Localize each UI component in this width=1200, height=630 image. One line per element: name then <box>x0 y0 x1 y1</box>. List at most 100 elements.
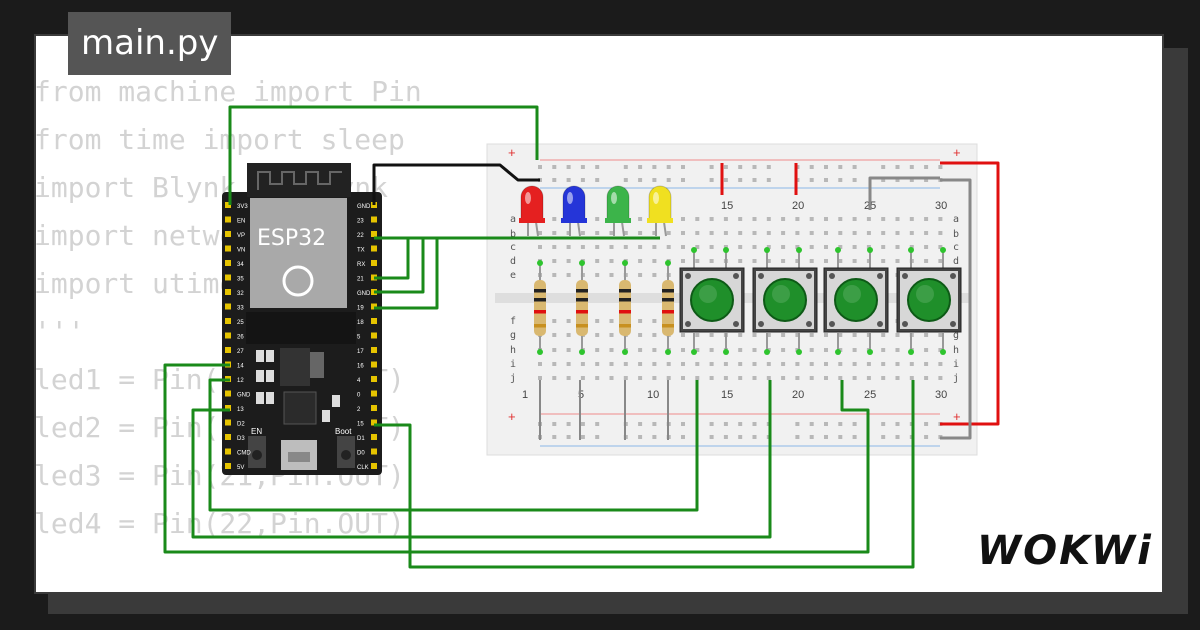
esp32-pin[interactable] <box>225 405 231 411</box>
rail-plus-label: + <box>508 145 516 160</box>
esp32-pin-label: 15 <box>357 422 364 428</box>
esp32-pin-label: 14 <box>237 364 244 370</box>
esp32-pin-label: 26 <box>237 335 244 341</box>
led-green[interactable] <box>605 185 631 237</box>
esp32-pin[interactable] <box>225 274 231 281</box>
esp32-pin[interactable] <box>225 434 231 440</box>
esp32-pin-label: GND <box>237 393 251 399</box>
file-tab[interactable]: main.py <box>68 12 232 75</box>
pushbutton-cap[interactable] <box>907 278 951 322</box>
esp32-pin[interactable] <box>225 303 231 310</box>
esp32-pin[interactable] <box>225 318 231 324</box>
esp32-pin[interactable] <box>371 260 377 266</box>
row-label: a <box>510 214 516 225</box>
esp32-pin[interactable] <box>371 376 377 382</box>
esp32-pin[interactable] <box>225 245 231 252</box>
esp32-pin-label: 2 <box>357 407 361 413</box>
resistor[interactable] <box>534 260 546 355</box>
resistor[interactable] <box>662 260 674 355</box>
row-label: a <box>953 214 959 225</box>
esp32-pin[interactable] <box>371 434 377 440</box>
esp32-pin[interactable] <box>371 347 377 353</box>
regulator-chip <box>280 348 310 386</box>
en-button-label: EN <box>251 427 262 436</box>
esp32-pin[interactable] <box>225 260 231 266</box>
pushbutton-cap[interactable] <box>763 278 807 322</box>
row-label: e <box>510 270 516 281</box>
rail-plus-label: + <box>508 409 516 424</box>
led-red[interactable] <box>519 185 545 237</box>
resistor[interactable] <box>576 260 588 355</box>
esp32-pin[interactable] <box>225 216 231 223</box>
esp32-pin[interactable] <box>371 332 377 339</box>
wire-black <box>372 163 540 205</box>
column-label: 15 <box>721 200 733 212</box>
esp32-pin-label: 18 <box>357 320 364 326</box>
led-blue[interactable] <box>561 185 587 237</box>
resistors[interactable] <box>534 260 674 355</box>
esp32-pin-label: D2 <box>237 422 245 428</box>
wire-green <box>374 380 915 569</box>
esp32-pin[interactable] <box>371 419 377 426</box>
esp32-pin[interactable] <box>371 216 377 223</box>
rail-plus-label: + <box>953 409 961 424</box>
antenna-trace <box>257 171 342 190</box>
pushbutton-cap[interactable] <box>690 278 734 322</box>
esp32-pin-label: 17 <box>357 349 364 355</box>
row-label: c <box>953 242 959 253</box>
esp32-pin-headers[interactable]: 3V3ENVPVN343532332526271412GND13D2D3CMD5… <box>225 202 377 471</box>
esp32-pin-label: CMD <box>237 451 251 457</box>
esp32-pin-label: 32 <box>237 291 244 297</box>
wifi-module <box>250 198 347 308</box>
esp32-pin[interactable] <box>371 318 377 324</box>
esp32-pin[interactable] <box>225 463 231 469</box>
esp32-pin-label: RX <box>357 262 365 268</box>
pushbutton[interactable] <box>752 247 818 355</box>
esp32-pin[interactable] <box>225 448 231 455</box>
pushbuttons[interactable] <box>679 247 962 355</box>
esp32-pin-label: 16 <box>357 364 364 370</box>
esp32-pin-label: 12 <box>237 378 244 384</box>
esp32-pin[interactable] <box>371 448 377 455</box>
column-label: 20 <box>792 389 804 401</box>
row-label: f <box>510 316 516 327</box>
esp32-pin-label: 5V <box>237 465 244 471</box>
esp32-pin[interactable] <box>371 463 377 469</box>
pushbutton-cap[interactable] <box>834 278 878 322</box>
wire-green <box>374 236 660 310</box>
esp32-pin[interactable] <box>225 332 231 339</box>
esp32-pin-label: TX <box>357 248 365 254</box>
esp32-pin[interactable] <box>371 390 377 397</box>
row-label: g <box>510 330 516 341</box>
esp32-pin[interactable] <box>371 245 377 252</box>
esp32-pin[interactable] <box>225 202 231 208</box>
pushbutton[interactable] <box>896 247 962 355</box>
row-label: b <box>953 229 959 240</box>
esp32-pin[interactable] <box>225 390 231 397</box>
esp32-pin-label: D0 <box>357 451 365 457</box>
wires[interactable] <box>163 105 1000 569</box>
column-label: 25 <box>864 389 876 401</box>
led-yellow[interactable] <box>647 185 673 237</box>
esp32-pin[interactable] <box>371 361 377 368</box>
esp32-pin-label: 0 <box>357 393 361 399</box>
esp32-pin[interactable] <box>225 347 231 353</box>
esp32-pin-label: CLK <box>357 465 369 471</box>
resistor[interactable] <box>619 260 631 355</box>
esp32-pin[interactable] <box>371 405 377 411</box>
column-label: 5 <box>578 389 584 401</box>
esp32-pin[interactable] <box>225 419 231 426</box>
esp32-pin[interactable] <box>225 289 231 295</box>
espressif-logo-icon <box>282 265 314 297</box>
esp32-pin[interactable] <box>371 231 377 237</box>
esp32-pin-label: 34 <box>237 262 244 268</box>
esp32-board[interactable]: ESP32 EN Boot 3V3ENVPVN34353233252627141… <box>222 163 382 475</box>
esp32-pin-label: 19 <box>357 306 364 312</box>
esp32-pin-label: VN <box>237 248 245 254</box>
pushbutton[interactable] <box>679 247 745 355</box>
esp32-pin[interactable] <box>225 231 231 237</box>
leds[interactable] <box>519 185 673 237</box>
esp32-pin-label: 23 <box>357 219 364 225</box>
pushbutton[interactable] <box>823 247 889 355</box>
